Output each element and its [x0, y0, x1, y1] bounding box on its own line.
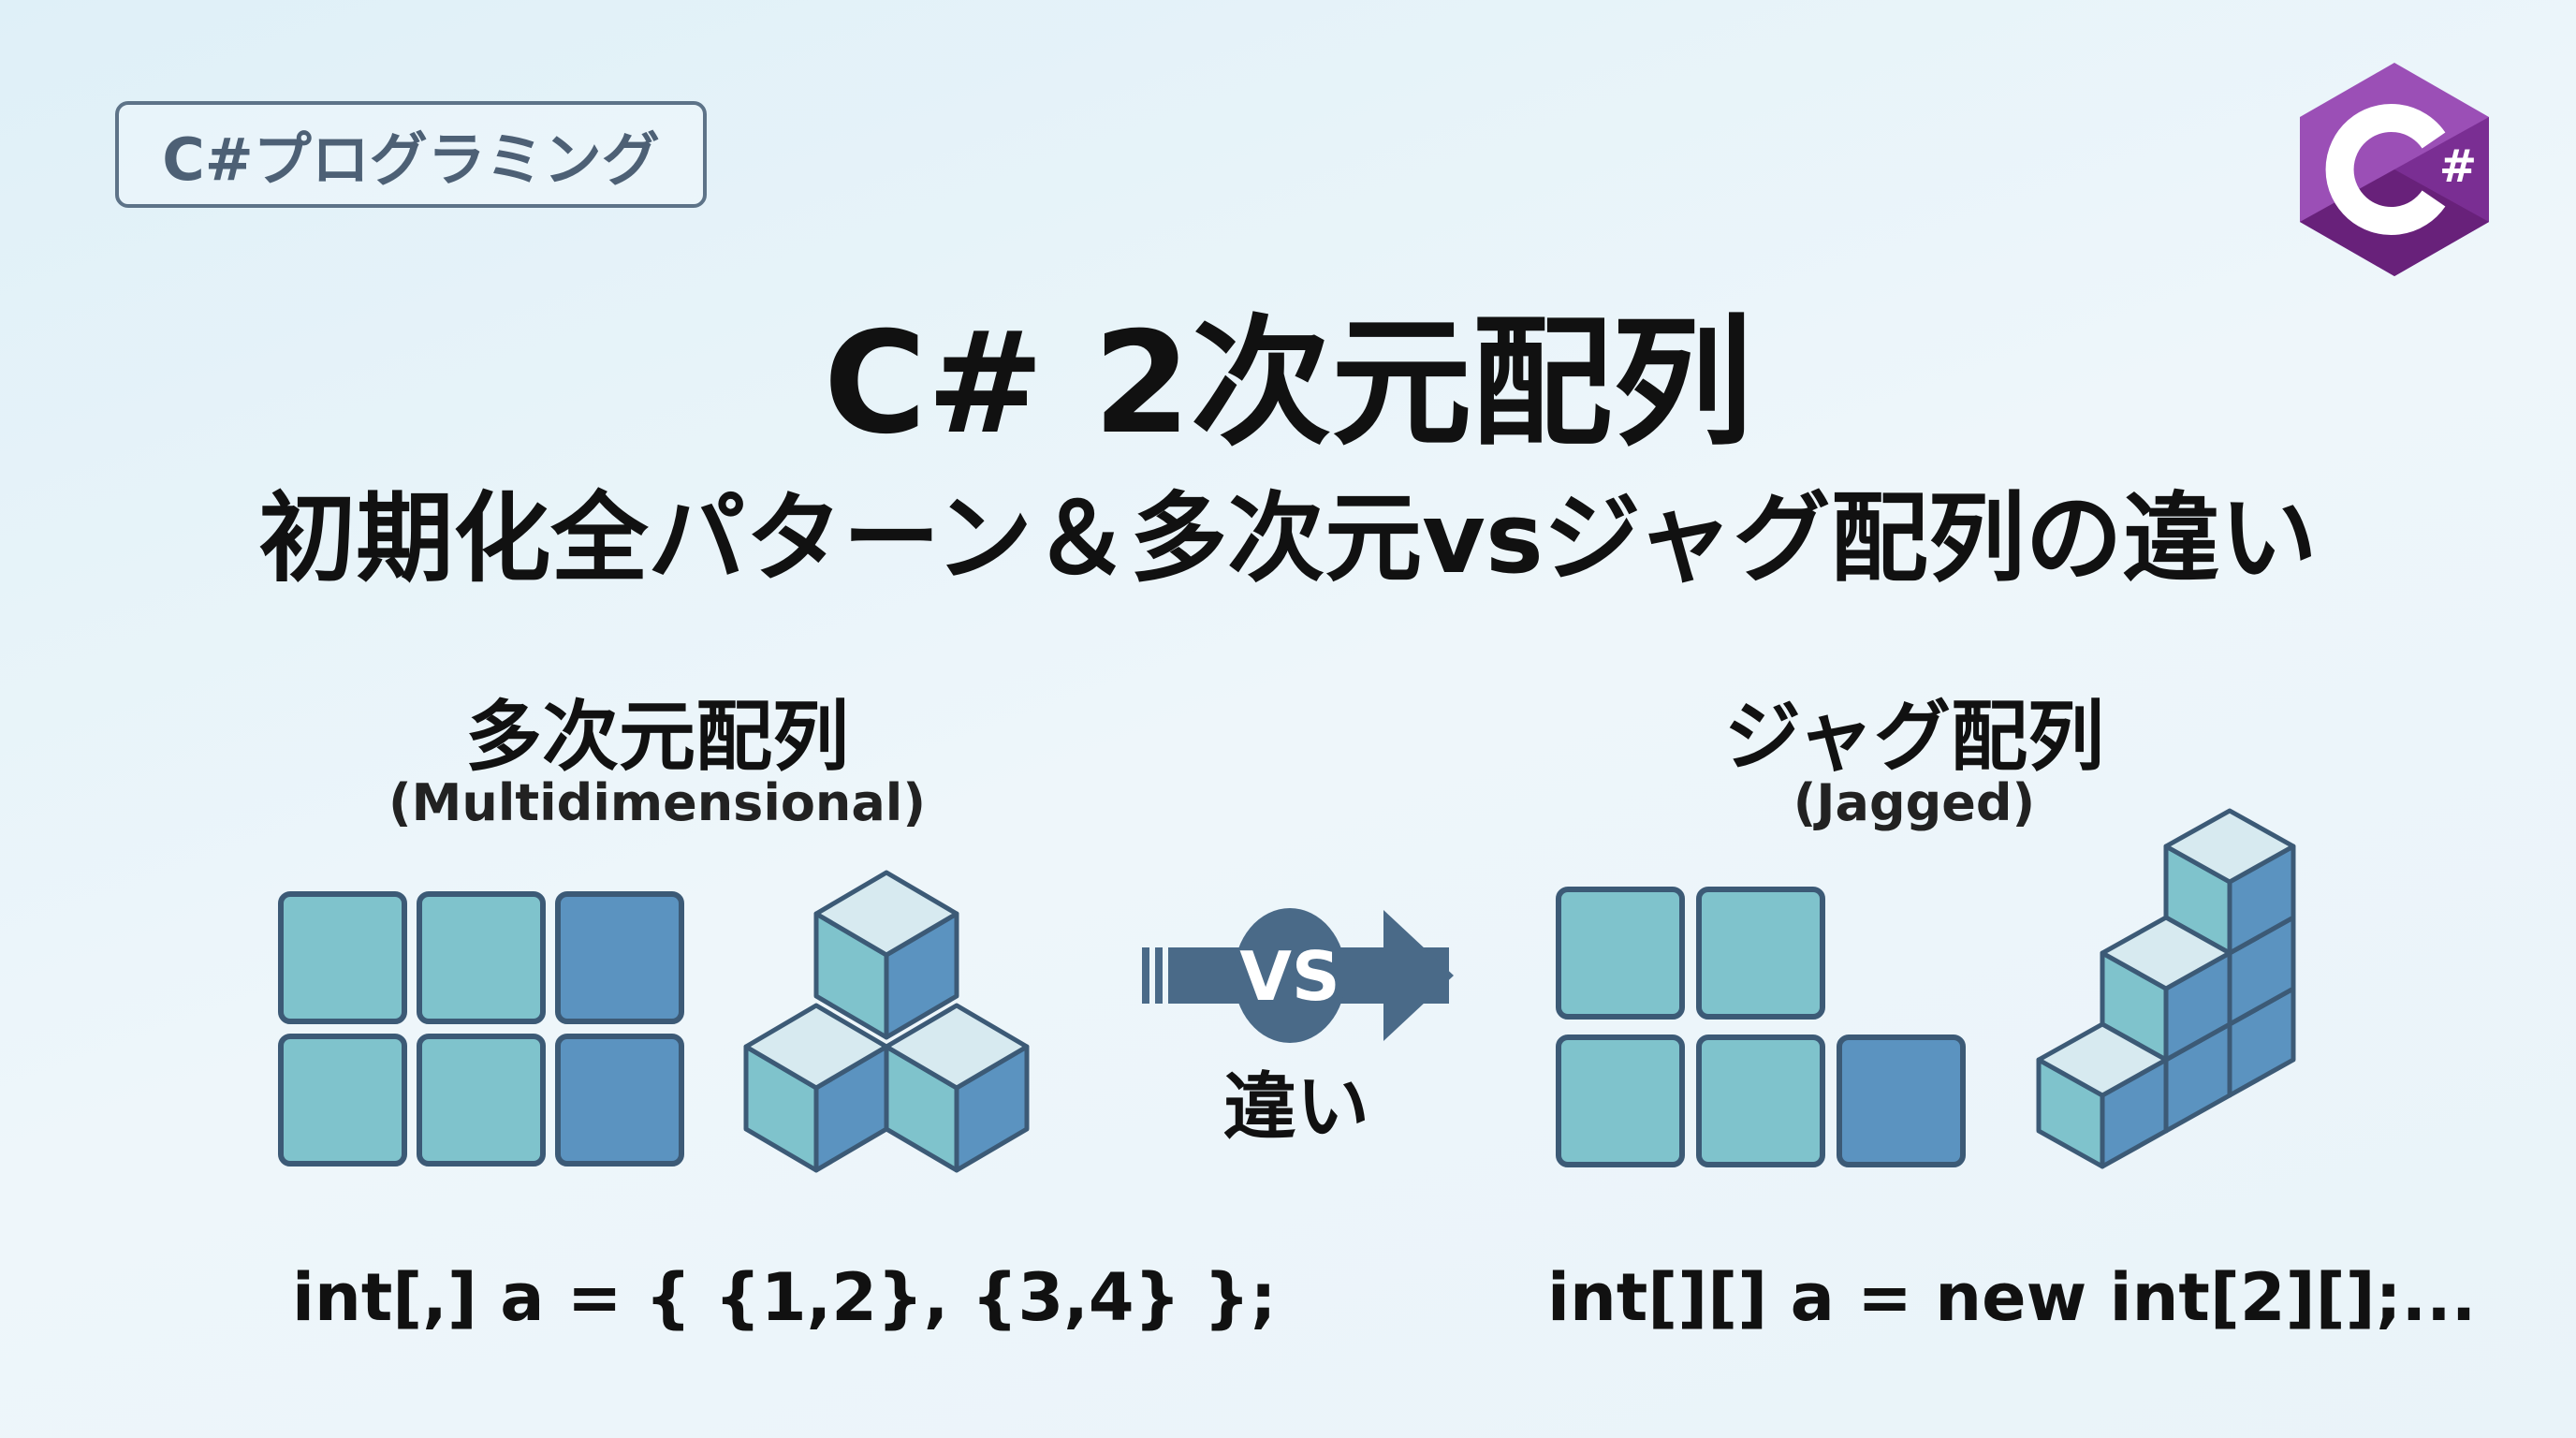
array-cell [1556, 887, 1685, 1020]
difference-caption: 違い [1222, 1065, 1369, 1150]
array-cell [278, 1034, 407, 1167]
cube-icon [743, 1003, 889, 1173]
array-cell [1556, 1034, 1685, 1167]
vs-arrow-icon: VS [1142, 908, 1454, 1043]
cube-icon [2100, 915, 2232, 1063]
cube-icon [2163, 808, 2296, 956]
jagged-stair-cubes [2036, 808, 2296, 1169]
jagged-code: int[][] a = new int[2][];... [1547, 1259, 2477, 1336]
array-cell [1837, 1034, 1966, 1167]
array-cell [555, 891, 684, 1024]
array-cell [555, 1034, 684, 1167]
jagged-heading: ジャグ配列 [1724, 693, 2104, 782]
page-subtitle: 初期化全パターン＆多次元vsジャグ配列の違い [258, 481, 2318, 595]
cube-icon [2036, 1021, 2169, 1169]
array-cell [1696, 887, 1825, 1020]
array-cell [1696, 1034, 1825, 1167]
array-cell [417, 1034, 546, 1167]
category-badge: C#プログラミング [115, 101, 707, 208]
csharp-logo-icon: # [2300, 63, 2489, 276]
multidimensional-code: int[,] a = { {1,2}, {3,4} }; [292, 1259, 1277, 1336]
multidimensional-subheading: (Multidimensional) [388, 773, 926, 832]
svg-text:#: # [2439, 140, 2477, 193]
array-cell [417, 891, 546, 1024]
cube-icon [813, 870, 959, 1040]
array-cell [278, 891, 407, 1024]
multidimensional-cubes [743, 870, 1030, 1173]
jagged-subheading: (Jagged) [1793, 773, 2036, 832]
multidimensional-grid [278, 891, 684, 1167]
multidimensional-heading: 多次元配列 [464, 693, 849, 782]
cube-icon [884, 1003, 1030, 1173]
vs-label: VS [1239, 937, 1340, 1016]
page-title: C# 2次元配列 [823, 302, 1753, 465]
jagged-grid [1556, 887, 1966, 1167]
